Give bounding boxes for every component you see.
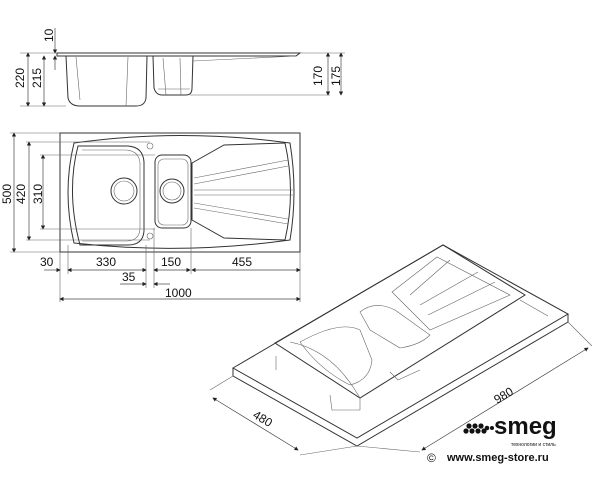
iso-sink-rim — [274, 244, 526, 399]
dim-310: 310 — [31, 184, 45, 204]
top-small-bowl — [154, 154, 192, 229]
small-drain-icon — [159, 178, 185, 204]
dim-420: 420 — [14, 184, 28, 204]
dim-10: 10 — [42, 28, 56, 42]
side-small-bowl — [152, 55, 194, 96]
dim-150: 150 — [161, 255, 181, 269]
dim-30: 30 — [40, 255, 54, 269]
smeg-logo: smeg технологии и стиль — [463, 413, 557, 448]
dim-175: 175 — [329, 66, 343, 86]
copyright-icon: © — [427, 451, 436, 465]
dim-35: 35 — [122, 270, 136, 284]
top-view: 500 420 310 30 330 35 150 455 1000 — [0, 132, 301, 302]
countertop-top — [231, 244, 570, 439]
dim-480: 480 — [250, 408, 275, 430]
dim-455: 455 — [232, 255, 252, 269]
dim-170: 170 — [311, 66, 325, 86]
iso-large-bowl — [289, 326, 373, 399]
top-outline — [59, 132, 301, 253]
dim-980: 980 — [491, 384, 516, 406]
top-rim — [67, 135, 295, 249]
dim-500: 500 — [0, 184, 14, 204]
side-large-bowl — [65, 55, 148, 107]
website-url: www.smeg-store.ru — [446, 452, 549, 464]
tap-hole-icon — [146, 142, 154, 150]
side-rim — [56, 52, 302, 57]
side-view: 220 215 10 170 175 — [13, 28, 345, 107]
logo-tagline: технологии и стиль — [511, 442, 556, 448]
large-drain-icon — [110, 177, 138, 205]
logo-wordmark: smeg — [494, 413, 557, 440]
iso-drainer — [391, 256, 511, 331]
iso-small-bowl — [359, 305, 431, 349]
top-large-bowl — [71, 145, 145, 246]
dim-215: 215 — [30, 68, 44, 88]
logo-dots-icon — [463, 423, 494, 434]
dim-330: 330 — [96, 255, 116, 269]
top-drainer — [191, 142, 291, 241]
dim-220: 220 — [13, 68, 27, 88]
dim-1000: 1000 — [165, 286, 192, 300]
